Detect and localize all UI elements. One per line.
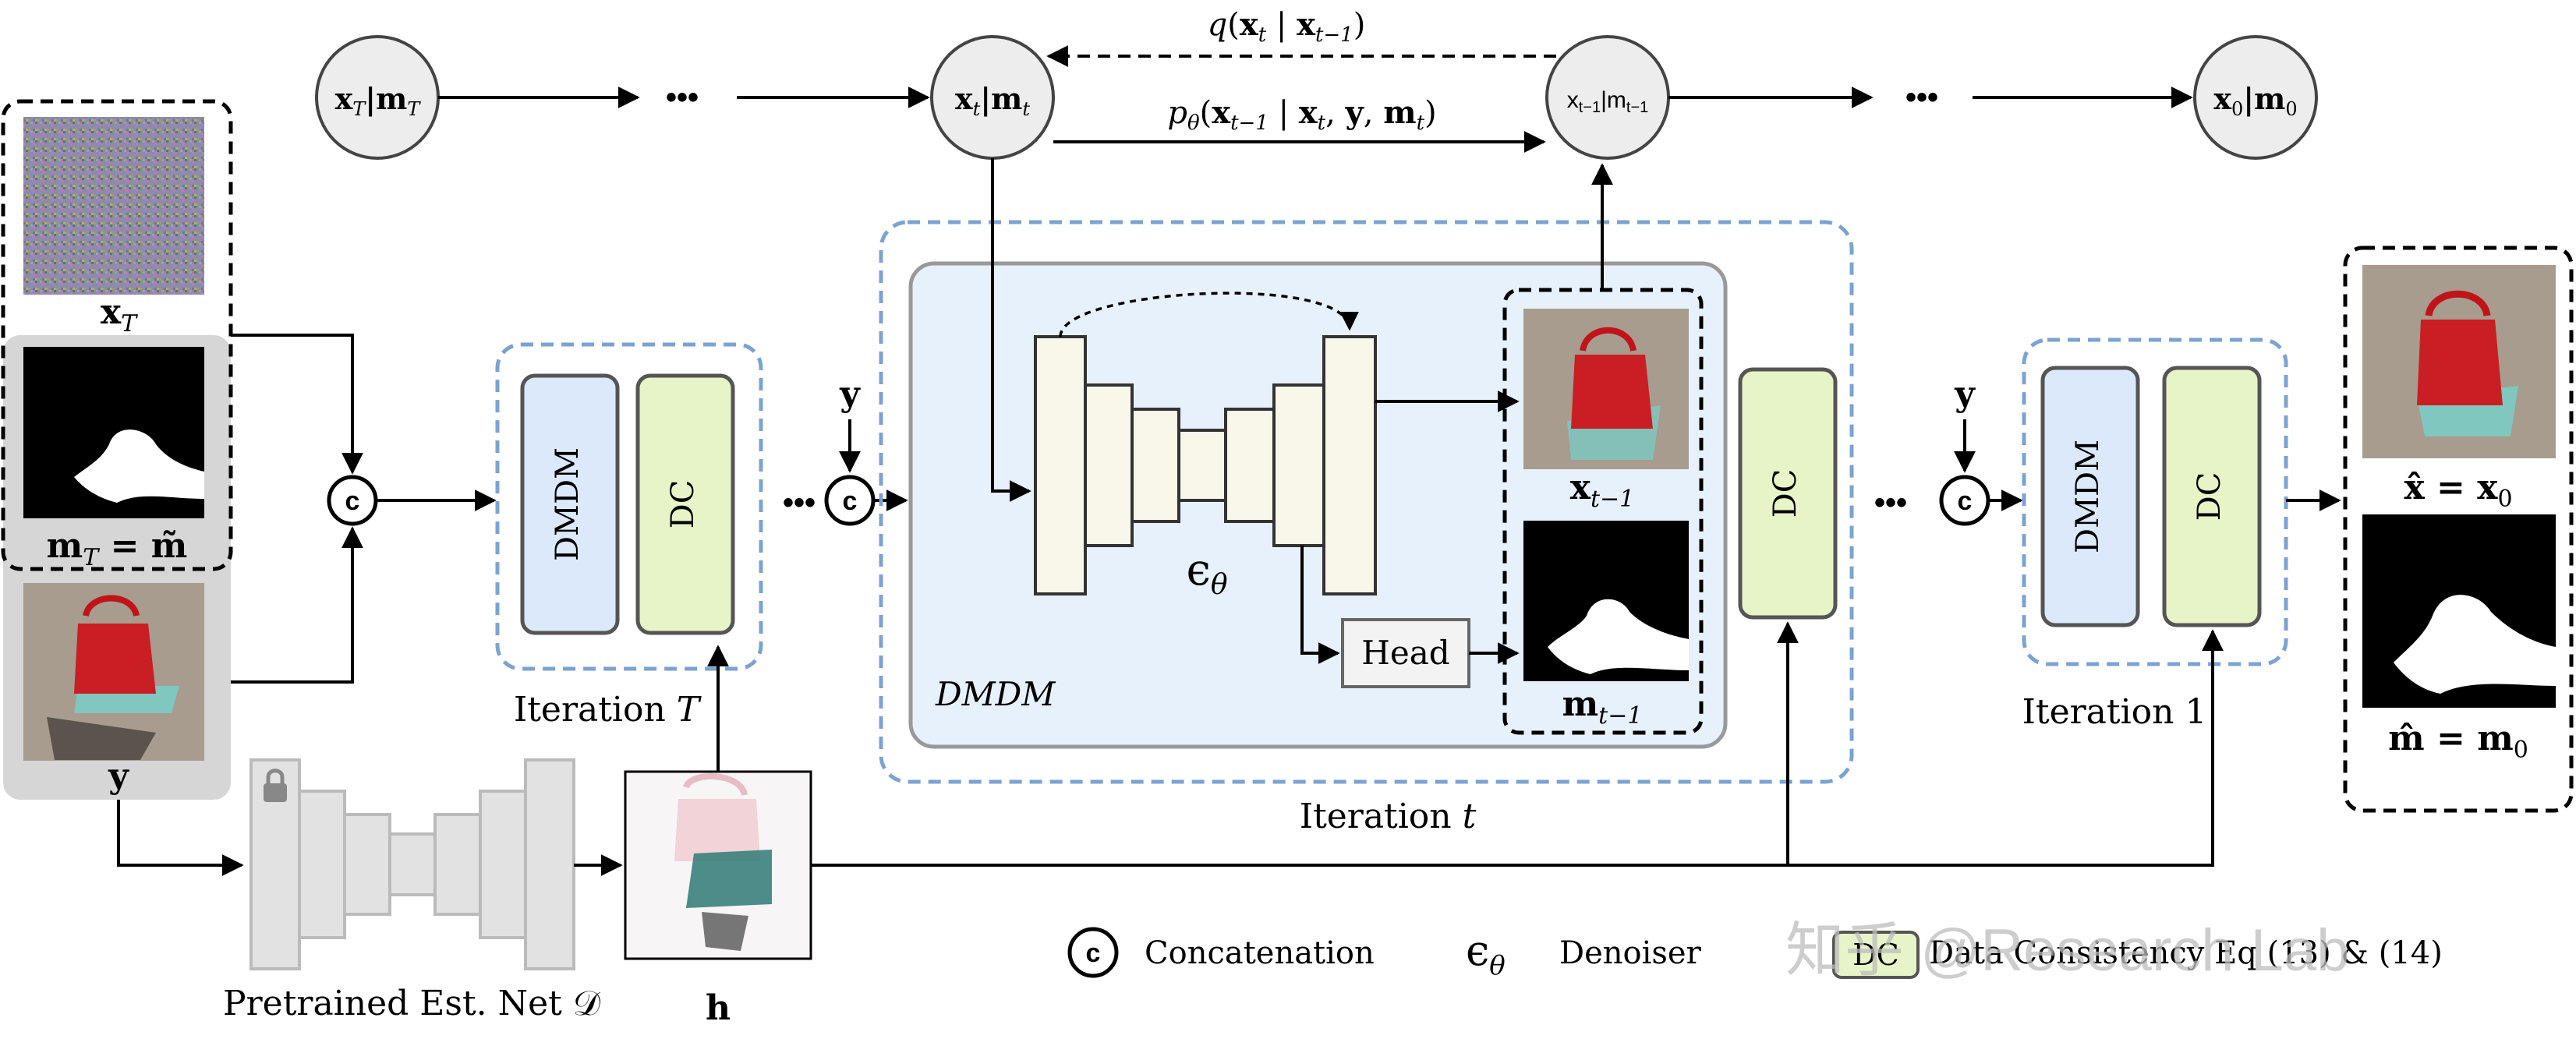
- svg-text:Denoiser: Denoiser: [1559, 935, 1702, 971]
- iteration-T-label: Iteration T: [514, 690, 702, 730]
- state-T-m-sub: T: [407, 98, 421, 120]
- state-0-m: m: [2254, 81, 2285, 116]
- noise-image-xT: [23, 117, 204, 295]
- state-T-x: x: [335, 81, 353, 116]
- svg-text:DC: DC: [2192, 472, 2227, 521]
- state-t-x: x: [955, 81, 973, 116]
- svg-text:c: c: [1086, 938, 1101, 968]
- legend-dc: DC Data Consistency Eq (13) & (14): [1832, 931, 2443, 979]
- state-0-x: x: [2213, 81, 2231, 116]
- state-node-t-minus-1: xt−1|mt−1: [1545, 35, 1670, 160]
- ellipsis-iter-t: •••: [1874, 486, 1907, 520]
- estimate-image-h: [624, 770, 812, 960]
- state-t1-x: x: [1567, 87, 1579, 113]
- svg-text:c: c: [1958, 486, 1973, 516]
- svg-text:x0|m0: x0|m0: [2213, 81, 2297, 120]
- chain-ellipsis-left: •••: [666, 80, 699, 115]
- svg-text:ϵθ: ϵθ: [1466, 926, 1506, 981]
- dc-block-t: [1738, 367, 1838, 620]
- iteration-t: DMDM ϵθ xt−1: [879, 158, 1854, 836]
- mask-image-mT: [23, 347, 204, 518]
- legend: c Concatenation ϵθ Denoiser DC Data Cons…: [1067, 926, 2443, 981]
- svg-text:DMDM: DMDM: [2070, 440, 2106, 553]
- xT-label: xT: [101, 292, 138, 337]
- output-image-x-t-1: [1523, 309, 1689, 469]
- watermark: 知乎 @Research Lab: [1785, 917, 2349, 984]
- state-node-0: x0|m0: [2193, 35, 2318, 160]
- y-label-iter-t: y: [839, 374, 861, 414]
- dmdm-block-T: [520, 373, 620, 635]
- m-t-1-label: mt−1: [1562, 684, 1643, 730]
- m-hat-label: m̂ = m0: [2388, 719, 2528, 764]
- output-mask-m-hat: [2362, 514, 2556, 708]
- legend-concat: c Concatenation: [1067, 927, 1375, 978]
- svg-text:xt−1|mt−1: xt−1|mt−1: [1567, 87, 1649, 116]
- svg-text:Concatenation: Concatenation: [1145, 935, 1375, 971]
- mT-label: mT = m̃: [47, 526, 188, 571]
- svg-text:c: c: [843, 486, 858, 516]
- y-label: y: [108, 756, 129, 796]
- state-node-t: xt|mt: [930, 35, 1055, 160]
- inputs-group: xT mT = m̃ y: [1, 99, 233, 800]
- iteration-1-label: Iteration 1: [2022, 692, 2207, 732]
- pretrained-estimator: Pretrained Est. Net 𝒟 h: [117, 758, 812, 1028]
- dmdm-panel-title: DMDM: [935, 675, 1056, 713]
- concat-node-iter-1: c: [1939, 475, 1990, 526]
- state-0-m-sub: 0: [2285, 98, 2297, 120]
- lock-icon: [264, 769, 287, 802]
- svg-text:DC: DC: [1767, 469, 1803, 518]
- svg-text:DMDM: DMDM: [550, 447, 586, 561]
- state-0-x-sub: 0: [2231, 98, 2243, 120]
- state-t1-x-sub: t−1: [1579, 99, 1601, 116]
- x-hat-label: x̂ = x0: [2404, 468, 2512, 513]
- state-node-T: xT|mT: [315, 35, 440, 160]
- markov-chain: xT|mT xt|mt xt−1|mt−1 x0|m0 •••: [315, 6, 2318, 160]
- svg-text:Data Consistency Eq (13) & (14: Data Consistency Eq (13) & (14): [1929, 935, 2443, 971]
- head-block: Head: [1341, 618, 1470, 688]
- dc-block-1: [2162, 366, 2262, 627]
- svg-text:c: c: [345, 486, 360, 516]
- iteration-t-label: Iteration t: [1300, 797, 1477, 836]
- svg-text:Head: Head: [1361, 634, 1449, 672]
- x-t-1-label: xt−1: [1570, 468, 1635, 513]
- estimator-label: Pretrained Est. Net 𝒟: [223, 984, 601, 1023]
- dmdm-block-1: [2040, 366, 2140, 627]
- state-T-m: m: [376, 81, 407, 116]
- state-t1-m: m: [1607, 87, 1626, 113]
- svg-text:DC: DC: [1852, 938, 1899, 972]
- dc-block-T: [635, 373, 735, 635]
- y-label-iter-1: y: [1954, 374, 1976, 414]
- concat-node-left: c: [327, 475, 378, 526]
- h-label: h: [706, 988, 731, 1028]
- denoiser-symbol: ϵθ: [1186, 545, 1227, 601]
- legend-denoiser: ϵθ Denoiser: [1466, 926, 1702, 981]
- forward-process-label: q(xt | xt−1): [1208, 6, 1366, 47]
- iteration-1: DMDM DC Iteration 1: [2022, 337, 2288, 732]
- output-image-x-hat: [2362, 265, 2556, 458]
- iteration-T: DMDM DC Iteration T: [495, 342, 763, 730]
- outputs-group: x̂ = x0 m̂ = m0: [2343, 246, 2574, 813]
- state-t-m: m: [991, 81, 1022, 116]
- concat-node-iter-t: c: [824, 475, 876, 526]
- state-t-m-sub: t: [1022, 98, 1030, 120]
- chain-ellipsis-right: •••: [1905, 80, 1938, 115]
- state-t1-m-sub: t−1: [1626, 99, 1648, 116]
- svg-text:xT|mT: xT|mT: [335, 81, 422, 120]
- ellipsis-iter-T: •••: [783, 486, 816, 520]
- state-T-x-sub: T: [352, 98, 366, 120]
- denoiser-unet: [1034, 335, 1377, 595]
- state-t-x-sub: t: [973, 98, 981, 120]
- svg-text:xt|mt: xt|mt: [955, 81, 1030, 120]
- input-image-y: [23, 583, 204, 761]
- svg-text:DC: DC: [665, 480, 701, 529]
- reverse-process-label: pθ(xt−1 | xt, y, mt): [1167, 94, 1436, 135]
- output-mask-m-t-1: [1523, 521, 1689, 681]
